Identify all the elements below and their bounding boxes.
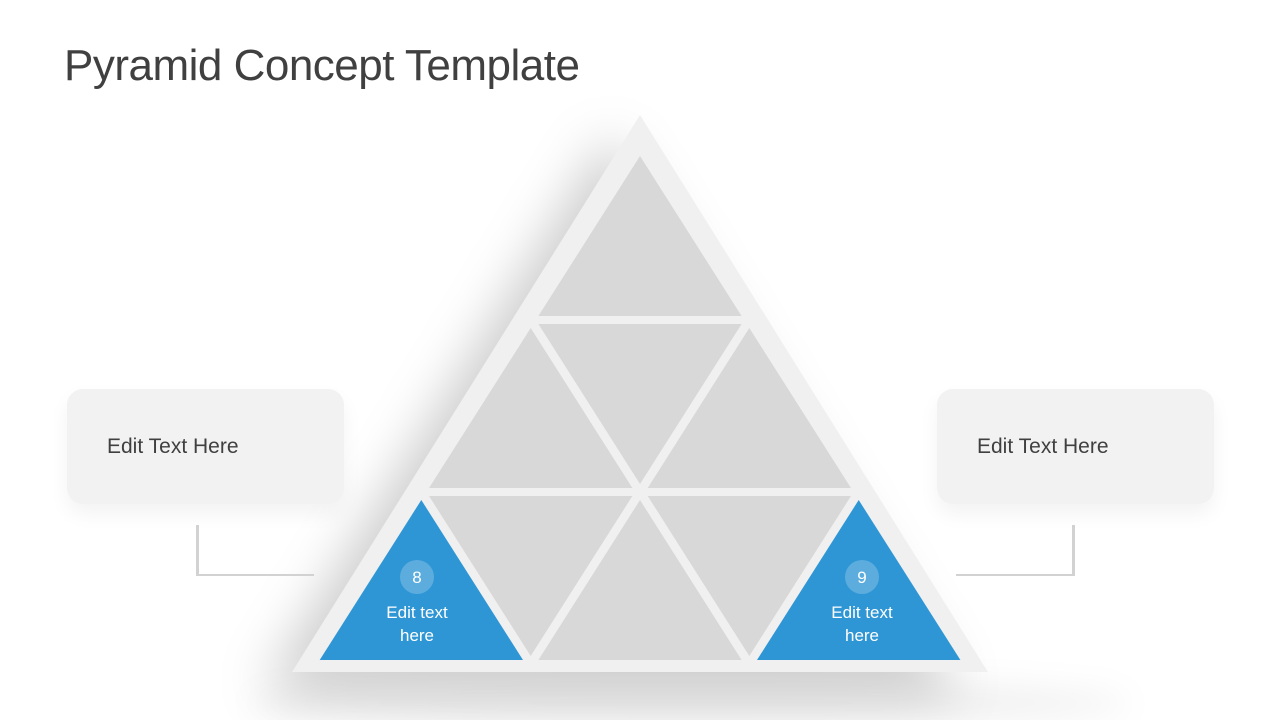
segment-9-number[interactable]: 9 xyxy=(857,568,866,587)
right-callout-text: Edit Text Here xyxy=(977,434,1109,458)
left-connector-horizontal xyxy=(196,573,314,576)
pyramid-segment-bottom-center[interactable] xyxy=(538,500,742,660)
pyramid-segment-top[interactable] xyxy=(538,156,742,316)
right-connector-vertical xyxy=(1072,525,1075,576)
left-callout-text: Edit Text Here xyxy=(107,434,239,458)
pyramid-segment-mid-left[interactable] xyxy=(429,328,633,488)
left-callout-box[interactable]: Edit Text Here xyxy=(67,389,344,504)
pyramid-segment-bottom-right-inverted[interactable] xyxy=(647,496,851,656)
slide-title[interactable]: Pyramid Concept Template xyxy=(64,41,580,90)
segment-9-number-badge xyxy=(845,560,879,594)
right-callout-box[interactable]: Edit Text Here xyxy=(937,389,1214,504)
left-connector-vertical xyxy=(196,525,199,576)
pyramid-segment-8[interactable] xyxy=(319,500,523,660)
segment-9-label-line1[interactable]: Edit text xyxy=(831,603,893,622)
pyramid-segment-mid-center[interactable] xyxy=(538,324,742,484)
pyramid-segment-9[interactable] xyxy=(757,500,961,660)
segment-8-label-line1[interactable]: Edit text xyxy=(386,603,448,622)
segment-8-number[interactable]: 8 xyxy=(412,568,421,587)
ground-shadow xyxy=(250,680,1130,720)
right-connector-horizontal xyxy=(956,573,1074,576)
pyramid-segment-bottom-left-inverted[interactable] xyxy=(429,496,633,656)
segment-8-number-badge xyxy=(400,560,434,594)
pyramid-segment-mid-right[interactable] xyxy=(647,328,851,488)
segment-8-label-line2[interactable]: here xyxy=(400,626,434,645)
segment-9-label-line2[interactable]: here xyxy=(845,626,879,645)
